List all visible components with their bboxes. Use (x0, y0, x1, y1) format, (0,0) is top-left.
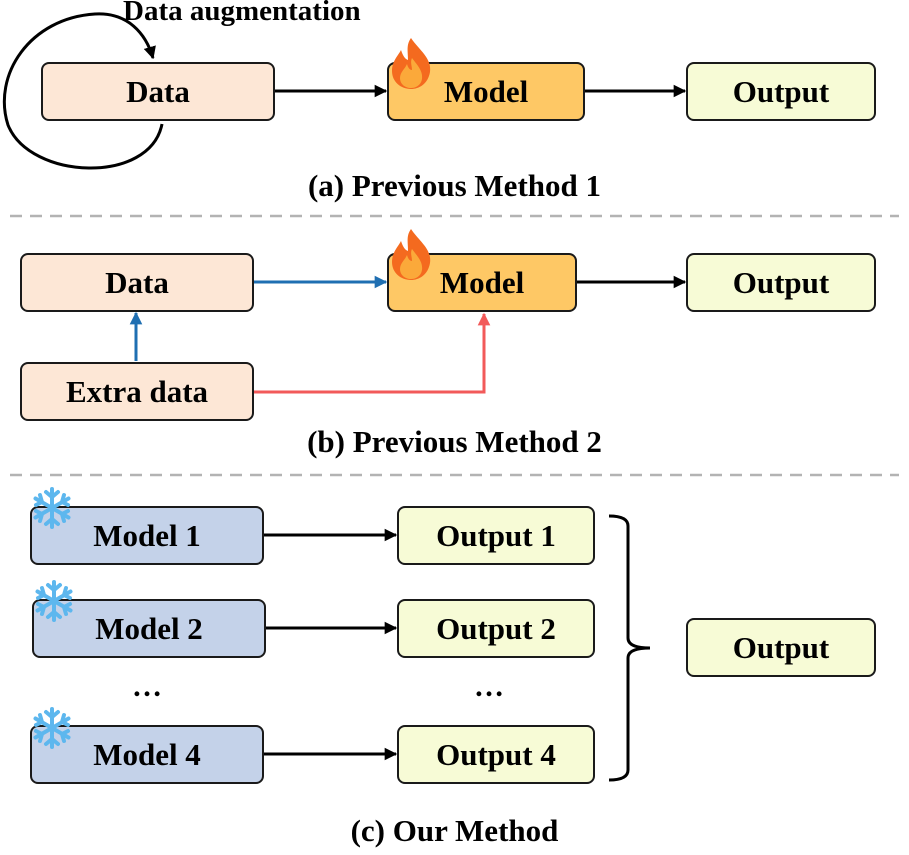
output-box-a: Output (686, 62, 876, 121)
extra-data-box: Extra data (20, 362, 254, 421)
frozen-model-box-2: Model 2 (32, 599, 266, 658)
snowflake-icon (33, 487, 71, 529)
aggregation-bracket (608, 514, 651, 782)
output-box-b: Output (686, 253, 876, 312)
output-box-2: Output 2 (397, 599, 595, 658)
output-box-1: Output 1 (397, 506, 595, 565)
models-ellipsis: … (132, 670, 163, 703)
snowflake-icon (35, 580, 73, 622)
fire-icon (392, 38, 431, 89)
data-box-a: Data (41, 62, 275, 121)
fire-icon (392, 229, 431, 280)
output-box-4: Output 4 (397, 725, 595, 784)
caption-c: (c) Our Method (350, 813, 559, 848)
outputs-ellipsis: … (474, 670, 505, 703)
caption-b: (b) Previous Method 2 (307, 424, 602, 459)
data-augmentation-label: Data augmentation (123, 0, 361, 27)
snowflake-icon (33, 707, 71, 749)
frozen-model-box-1: Model 1 (30, 506, 264, 565)
final-output-box: Output (686, 618, 876, 677)
arrow-extra-to-model (254, 312, 491, 394)
frozen-model-box-4: Model 4 (30, 725, 264, 784)
caption-a: (a) Previous Method 1 (307, 168, 602, 203)
data-box-b: Data (20, 253, 254, 312)
augmentation-loop-arrow (2, 12, 164, 170)
